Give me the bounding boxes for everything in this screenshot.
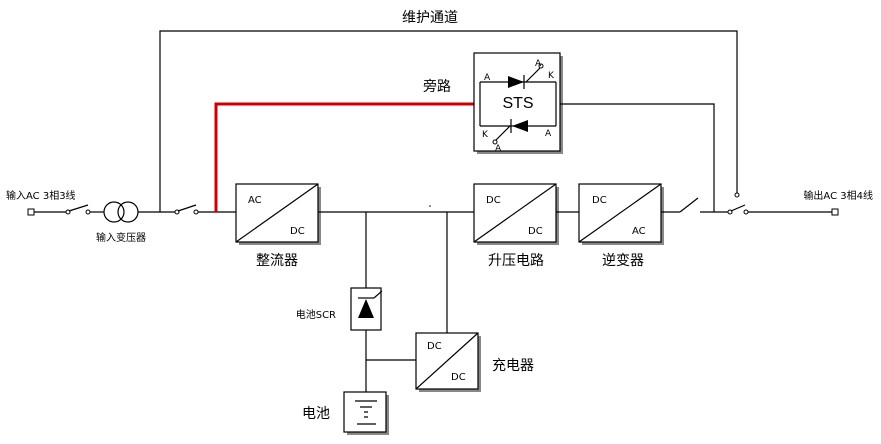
charger-block: DC DC xyxy=(415,332,481,392)
svg-text:A: A xyxy=(484,73,491,83)
svg-text:A: A xyxy=(545,129,552,139)
bypass-label: 旁路 xyxy=(423,78,451,95)
sts-output-wire xyxy=(560,103,715,212)
svg-text:K: K xyxy=(482,130,489,140)
charger-label: 充电器 xyxy=(492,358,534,374)
svg-text:A: A xyxy=(535,59,542,69)
battery-scr-label: 电池SCR xyxy=(296,308,336,321)
svg-text:DC: DC xyxy=(592,195,607,206)
sts-thyristor-bottom xyxy=(512,120,528,132)
svg-text:K: K xyxy=(548,71,555,81)
output-label: 输出AC 3相4线 xyxy=(803,189,873,202)
svg-text:DC: DC xyxy=(486,195,501,206)
svg-text:DC: DC xyxy=(290,226,305,237)
boost-block: DC DC xyxy=(473,183,559,245)
output-terminal xyxy=(831,208,839,216)
input-label: 输入AC 3相3线 xyxy=(6,189,76,202)
sts-block: STS A K A K A A xyxy=(473,52,563,154)
rectifier-input-switch xyxy=(177,204,197,212)
battery-icon xyxy=(343,391,389,435)
output-switch xyxy=(730,204,746,212)
inverter-label: 逆变器 xyxy=(602,253,644,269)
inverter-block: DC AC xyxy=(578,183,664,245)
input-terminal xyxy=(27,208,35,216)
sts-thyristor-top xyxy=(508,76,524,88)
maintenance-path-wire xyxy=(159,30,738,212)
rectifier-label: 整流器 xyxy=(256,253,298,269)
battery-label: 电池 xyxy=(302,406,330,422)
svg-text:A: A xyxy=(495,144,502,154)
sts-label: STS xyxy=(502,95,533,112)
inverter-output-switch xyxy=(679,197,699,213)
rectifier-block: AC DC xyxy=(235,183,321,245)
svg-text:DC: DC xyxy=(451,372,466,383)
battery-scr-icon xyxy=(350,287,383,331)
svg-text:AC: AC xyxy=(632,226,646,237)
svg-text:AC: AC xyxy=(248,195,262,206)
transformer-icon xyxy=(103,201,139,223)
input-switch xyxy=(68,204,89,212)
bypass-line xyxy=(214,102,474,212)
transformer-label: 输入变压器 xyxy=(96,231,146,244)
maintenance-path-label: 维护通道 xyxy=(402,10,458,26)
boost-label: 升压电路 xyxy=(488,253,544,269)
svg-text:DC: DC xyxy=(427,341,442,352)
svg-text:DC: DC xyxy=(528,226,543,237)
